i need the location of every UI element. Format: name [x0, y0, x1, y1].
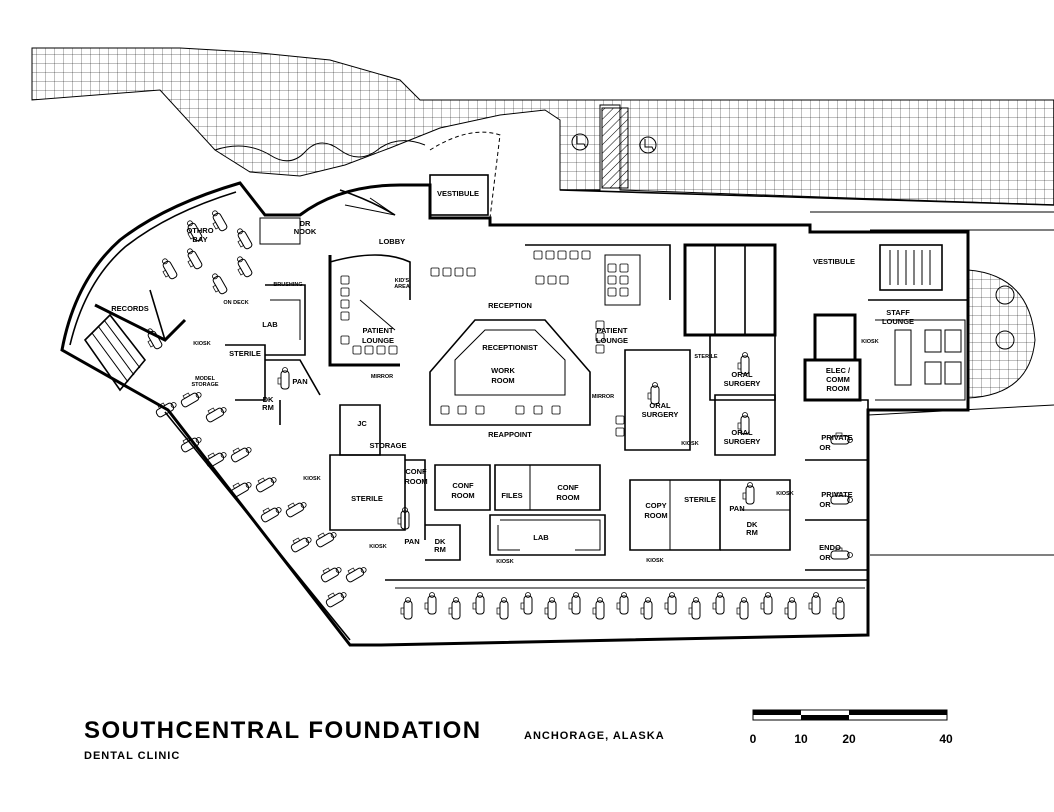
room-sterile-center: STERILE	[351, 494, 383, 503]
room-vestibule-main: VESTIBULE	[437, 189, 479, 198]
room-kiosk-south: KIOSK	[496, 559, 513, 565]
scale-bar	[752, 709, 948, 721]
room-lobby: LOBBY	[379, 237, 405, 246]
room-files: FILES	[501, 491, 522, 500]
main-entry	[259, 131, 501, 245]
room-kiosk: KIOSK	[193, 341, 210, 347]
room-pan-center: PAN	[404, 537, 419, 546]
scale-tick-0: 0	[749, 732, 757, 746]
room-brushing: BRUSHING	[273, 282, 302, 288]
dental-chairs-west	[153, 387, 369, 609]
scale-tick-20: 20	[842, 732, 856, 746]
page-title: SOUTHCENTRAL FOUNDATION	[84, 717, 482, 744]
room-kiosk-east: KIOSK	[681, 441, 698, 447]
room-reception: RECEPTION	[488, 301, 532, 310]
room-kiosk-far-east: KIOSK	[776, 491, 793, 497]
room-lab-center: LAB	[533, 533, 549, 542]
room-kiosk-south-east: KIOSK	[646, 558, 663, 564]
subtitle-label: DENTAL CLINIC	[84, 750, 181, 762]
room-sterile-east: STERILE	[694, 354, 718, 360]
interior-walls	[94, 243, 968, 581]
accessible-parking-icon	[571, 133, 589, 151]
lab-counters	[270, 299, 601, 551]
room-lab-west: LAB	[262, 320, 278, 329]
accessible-parking-icon	[639, 136, 657, 154]
room-pan-east: PAN	[729, 504, 744, 513]
room-records: RECORDS	[111, 304, 149, 313]
room-mirror-west: MIRROR	[371, 374, 393, 380]
room-sterile-south: STERILE	[684, 495, 716, 504]
room-vestibule-east: VESTIBULE	[813, 257, 855, 266]
room-kiosk-north-east: KIOSK	[861, 339, 878, 345]
room-pan-west: PAN	[292, 377, 307, 386]
staff-lounge-furniture	[894, 285, 1015, 386]
room-receptionist: RECEPTIONIST	[482, 343, 538, 352]
room-reappoint: REAPPOINT	[488, 430, 532, 439]
room-kiosk-south-west: KIOSK	[369, 544, 386, 550]
scale-tick-10: 10	[794, 732, 808, 746]
room-kiosk-central: KIOSK	[303, 476, 320, 482]
room-mirror-east: MIRROR	[592, 394, 614, 400]
scale-tick-40: 40	[939, 732, 953, 746]
site-paving	[31, 47, 1054, 556]
room-on-deck: ON DECK	[223, 300, 248, 306]
room-storage: STORAGE	[370, 441, 407, 450]
dental-chairs-south	[395, 587, 865, 620]
stair-east	[879, 244, 943, 291]
building-outline	[60, 181, 970, 647]
stair-west	[83, 313, 147, 392]
room-sterile-west: STERILE	[229, 349, 261, 358]
room-jc: JC	[357, 419, 367, 428]
location-label: ANCHORAGE, ALASKA	[524, 730, 665, 742]
